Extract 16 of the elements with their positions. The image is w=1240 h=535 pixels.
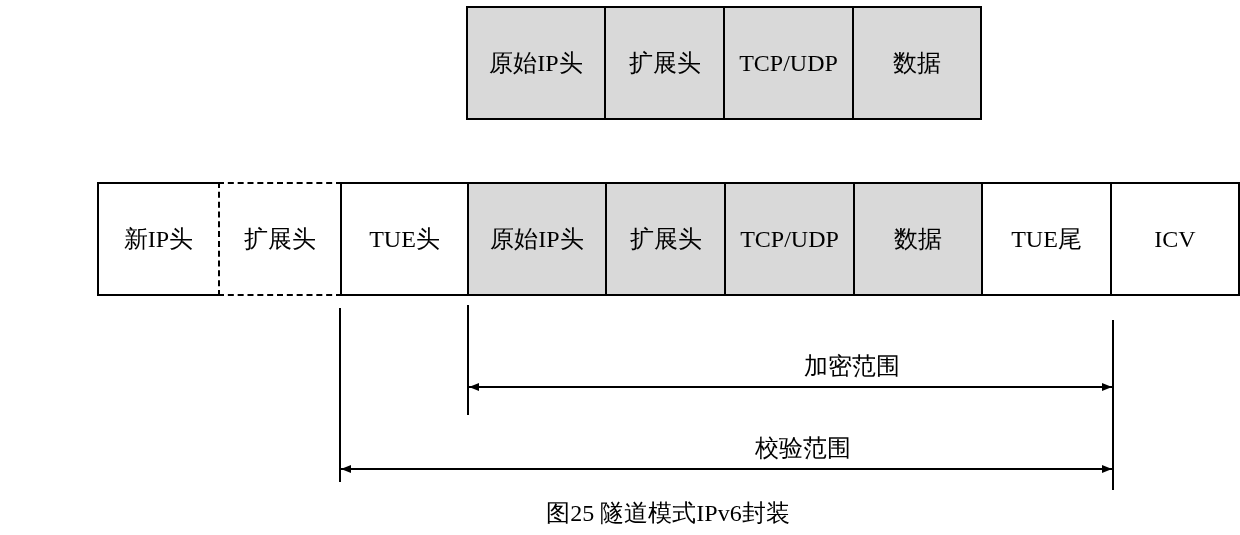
header-field-box: 扩展头 bbox=[605, 182, 726, 296]
range-label: 加密范围 bbox=[804, 352, 900, 381]
figure-caption: 图25 隧道模式IPv6封装 bbox=[546, 499, 790, 528]
header-field-box: TCP/UDP bbox=[723, 6, 854, 120]
header-field-box: TUE头 bbox=[340, 182, 469, 296]
header-field-box: ICV bbox=[1110, 182, 1240, 296]
header-field-box: TUE尾 bbox=[981, 182, 1112, 296]
header-field-box: 数据 bbox=[852, 6, 982, 120]
header-field-box: 原始IP头 bbox=[466, 6, 606, 120]
header-field-box: 数据 bbox=[853, 182, 983, 296]
header-field-box: TCP/UDP bbox=[724, 182, 855, 296]
header-field-box: 扩展头 bbox=[604, 6, 725, 120]
header-field-box: 新IP头 bbox=[97, 182, 220, 296]
header-field-box: 原始IP头 bbox=[467, 182, 607, 296]
range-label: 校验范围 bbox=[755, 434, 851, 463]
header-field-box: 扩展头 bbox=[218, 182, 342, 296]
